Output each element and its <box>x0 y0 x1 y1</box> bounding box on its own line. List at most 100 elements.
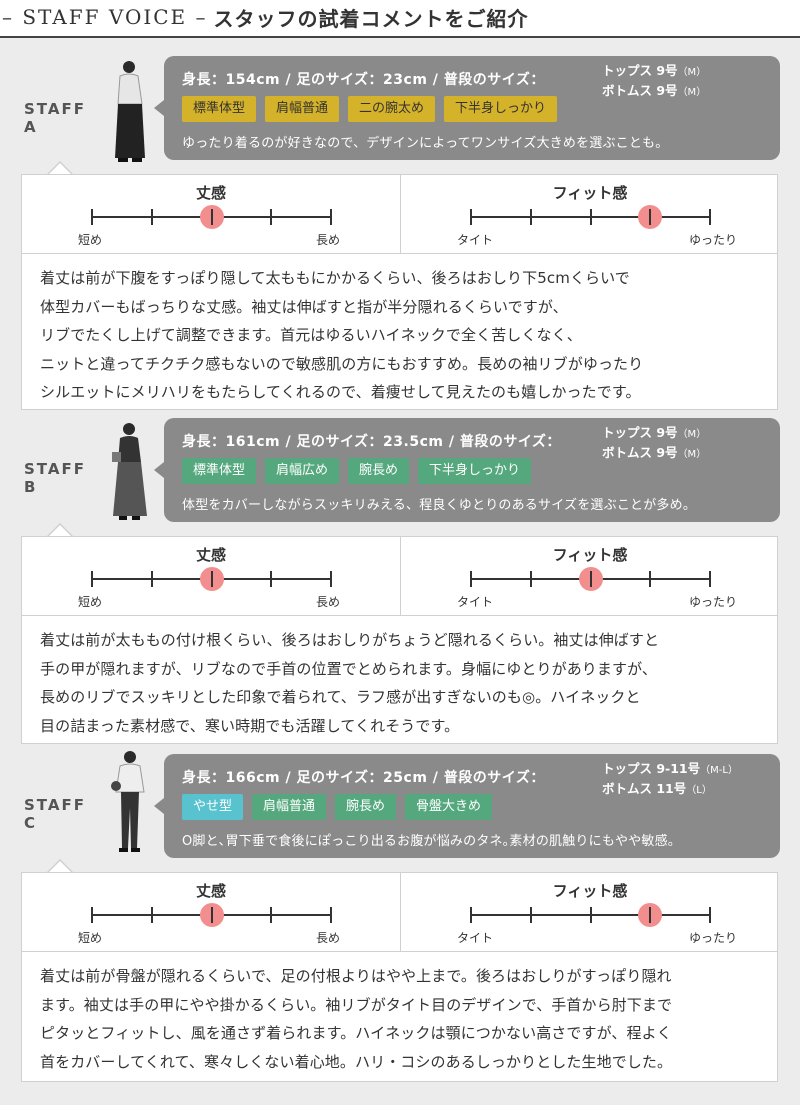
fit-scale: フィット感 タイト ゆったり <box>401 873 779 951</box>
length-min-label: 短め <box>78 233 103 247</box>
scale-tick <box>270 571 273 587</box>
length-scale: 丈感 短め 長め <box>22 175 400 253</box>
scale-tick <box>330 209 332 225</box>
length-min-label: 短め <box>78 931 103 945</box>
scale-tick <box>270 907 273 923</box>
scale-tick <box>709 571 711 587</box>
review-line: ニットと違ってチクチク感もないので敏感肌の方にもおすすめ。長めの袖リブがゆったり <box>40 354 644 373</box>
scale-tick <box>709 209 711 225</box>
scale-tick <box>150 209 153 225</box>
tag: 肩幅広め <box>265 458 340 484</box>
scale-tick <box>470 907 472 923</box>
panel-pointer <box>48 163 72 175</box>
scale-tick <box>470 209 472 225</box>
fit-min-label: タイト <box>457 233 494 247</box>
tag: 標準体型 <box>182 96 257 122</box>
scale-panel: 丈感 短め 長め フィット感 タイト ゆったり <box>21 872 778 952</box>
scale-marker <box>638 903 663 927</box>
bottoms-size: ボトムス 9号 <box>602 445 678 460</box>
scale-marker <box>199 205 224 229</box>
scale-tick <box>470 571 472 587</box>
tag: 骨盤大きめ <box>405 794 493 820</box>
fit-scale: フィット感 タイト ゆったり <box>401 537 779 615</box>
staff-comment: ゆったり着るのが好きなので、デザインによってワンサイズ大きめを選ぶことも。 <box>182 136 669 151</box>
length-scale: 丈感 短め 長め <box>22 537 400 615</box>
length-title: 丈感 <box>195 546 226 564</box>
review-line: 目の詰まった素材感で、寒い時期でも活躍してくれそうです。 <box>40 716 460 735</box>
scale-tick <box>150 907 153 923</box>
scale-marker <box>638 205 663 229</box>
review-line: 着丈は前が下腹をすっぽり隠して太ももにかかるくらい、後ろはおしり下5cmくらいで <box>40 269 630 287</box>
review-line: 首をカバーしてくれて、寒々しくない着心地。ハリ・コシのあるしっかりとした生地でし… <box>40 1052 673 1071</box>
staff-figure-icon <box>112 423 147 520</box>
scale-tick <box>150 571 153 587</box>
usual-sizes: トップス 9号（M） ボトムス 9号（M） <box>602 63 707 98</box>
scale-panel: 丈感 短め 長め フィット感 タイト ゆったり <box>21 174 778 254</box>
scale-tick <box>91 907 93 923</box>
tag: 標準体型 <box>182 458 257 484</box>
length-max-label: 長め <box>316 931 341 945</box>
review-line: ます。袖丈は手の甲にやや掛かるくらい。袖リブがタイト目のデザインで、手首から肘下… <box>40 995 673 1014</box>
scale-tick <box>330 907 332 923</box>
review-line: 体型カバーもばっちりな丈感。袖丈は伸ばすと指が半分隠れるくらいですが、 <box>40 297 568 316</box>
fit-scale: フィット感 タイト ゆったり <box>401 175 779 253</box>
tag: 下半身しっかり <box>444 96 558 122</box>
scale-tick <box>91 571 93 587</box>
staff-label: STAFF B <box>24 460 86 496</box>
review-line: 手の甲が隠れますが、リブなので手首の位置でとめられます。身幅にゆとりがありますが… <box>40 659 658 678</box>
review-line: 長めのリブでスッキリとした印象で着られて、ラフ感が出すぎないのも◎。ハイネックと <box>40 688 641 706</box>
length-title: 丈感 <box>195 882 226 900</box>
review-text: 着丈は前が太ももの付け根くらい、後ろはおしりがちょうど隠れるくらい。袖丈は伸ばす… <box>21 616 778 744</box>
scale-divider <box>400 537 401 615</box>
tag: 腕長め <box>348 458 410 484</box>
panel-pointer <box>48 525 72 537</box>
bottoms-size: ボトムス 11号 <box>602 781 687 796</box>
scale-divider <box>400 873 401 951</box>
scale-tick <box>529 907 532 923</box>
body-type-tags: 標準体型 肩幅広め 腕長め 下半身しっかり <box>182 458 532 484</box>
body-stats: 身長：166cm / 足のサイズ：25cm / 普段のサイズ： <box>182 770 545 786</box>
fit-min-label: タイト <box>457 931 494 945</box>
scale-tick <box>270 209 273 225</box>
tops-size: トップス 9号 <box>602 425 678 440</box>
review-line: ピタッとフィットし、風を通さず着られます。ハイネックは顎につかない高さですが、程… <box>40 1024 672 1042</box>
length-max-label: 長め <box>316 233 341 247</box>
review-line: シルエットにメリハリをもたらしてくれるので、着痩せして見えたのも嬉しかったです。 <box>40 383 641 401</box>
staff-label: STAFF C <box>24 796 86 832</box>
scale-tick <box>589 209 592 225</box>
scale-tick <box>709 907 711 923</box>
fit-title: フィット感 <box>552 882 628 900</box>
fit-max-label: ゆったり <box>689 595 738 609</box>
length-max-label: 長め <box>316 595 341 609</box>
usual-sizes: トップス 9-11号（M-L） ボトムス 11号（L） <box>602 761 738 796</box>
bottoms-size: ボトムス 9号 <box>602 83 678 98</box>
tag: 腕長め <box>335 794 397 820</box>
fit-min-label: タイト <box>457 595 494 609</box>
profile-card: 身長：154cm / 足のサイズ：23cm / 普段のサイズ： トップス 9号（… <box>154 56 780 160</box>
body-stats: 身長：161cm / 足のサイズ：23.5cm / 普段のサイズ： <box>182 434 561 450</box>
scale-marker <box>578 567 603 591</box>
tag: 肩幅普通 <box>252 794 327 820</box>
length-title: 丈感 <box>195 184 226 202</box>
fit-title: フィット感 <box>552 546 628 564</box>
staff-figure-icon <box>115 61 145 162</box>
review-text: 着丈は前が下腹をすっぽり隠して太ももにかかるくらい、後ろはおしり下5cmくらいで… <box>21 254 778 410</box>
scale-tick <box>91 209 93 225</box>
tag: やせ型 <box>182 794 244 820</box>
review-line: 着丈は前が太ももの付け根くらい、後ろはおしりがちょうど隠れるくらい。袖丈は伸ばす… <box>40 631 660 649</box>
tag: 下半身しっかり <box>418 458 532 484</box>
review-line: リブでたくし上げて調整できます。首元はゆるいハイネックで全く苦しくなく、 <box>40 326 582 344</box>
body-stats: 身長：154cm / 足のサイズ：23cm / 普段のサイズ： <box>182 72 545 88</box>
scale-tick <box>529 209 532 225</box>
review-line: 着丈は前が骨盤が隠れるくらいで、足の付根よりはやや上まで。後ろはおしりがすっぽり… <box>40 967 672 985</box>
scale-panel: 丈感 短め 長め フィット感 タイト ゆったり <box>21 536 778 616</box>
review-text: 着丈は前が骨盤が隠れるくらいで、足の付根よりはやや上まで。後ろはおしりがすっぽり… <box>21 952 778 1082</box>
profile-card: 身長：161cm / 足のサイズ：23.5cm / 普段のサイズ： トップス 9… <box>154 418 780 522</box>
scale-marker <box>199 903 224 927</box>
fit-max-label: ゆったり <box>689 233 738 247</box>
header-rule <box>0 36 800 38</box>
staff-label: STAFF A <box>24 100 86 136</box>
scale-tick <box>649 571 652 587</box>
scale-tick <box>529 571 532 587</box>
scale-marker <box>199 567 224 591</box>
